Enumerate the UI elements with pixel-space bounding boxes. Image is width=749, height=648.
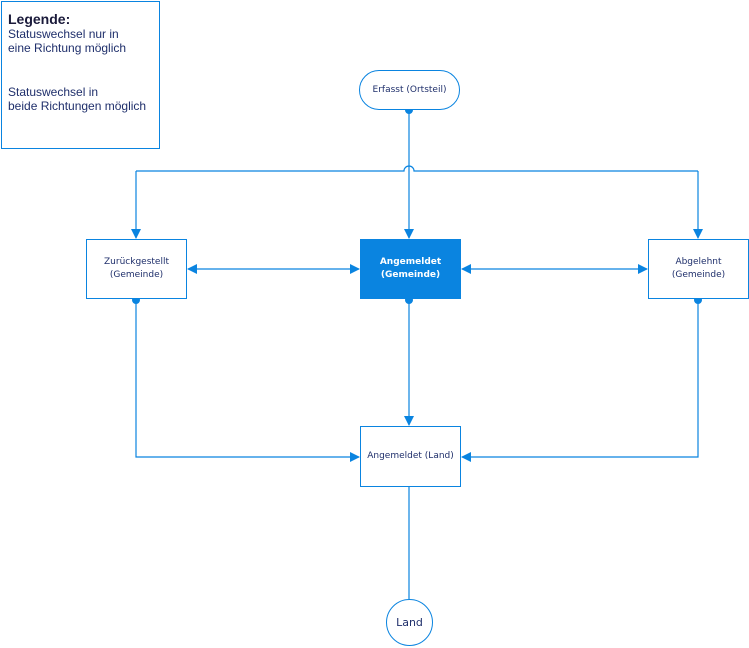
node-angemeldet-land[interactable]: Angemeldet (Land)	[360, 426, 461, 487]
edge-gemeinde-land	[404, 296, 414, 426]
legend-box: Legende: Statuswechsel nur in eine Richt…	[1, 1, 160, 149]
node-angemeldet-gemeinde[interactable]: Angemeldet (Gemeinde)	[360, 239, 461, 299]
node-abgelehnt[interactable]: Abgelehnt (Gemeinde)	[648, 239, 749, 299]
legend-one-way-label: Statuswechsel nur in eine Richtung mögli…	[8, 27, 127, 55]
edge-zurueck-land	[132, 296, 360, 462]
edge-erfasst-distribution	[131, 106, 703, 239]
legend-two-way-label: Statuswechsel in beide Richtungen möglic…	[8, 85, 147, 113]
legend-title: Legende:	[8, 11, 71, 27]
node-zurueckgestellt[interactable]: Zurückgestellt (Gemeinde)	[86, 239, 187, 299]
node-erfasst[interactable]: Erfasst (Ortsteil)	[359, 70, 460, 110]
node-land[interactable]: Land	[386, 599, 433, 646]
edge-abgelehnt-land	[461, 296, 702, 462]
